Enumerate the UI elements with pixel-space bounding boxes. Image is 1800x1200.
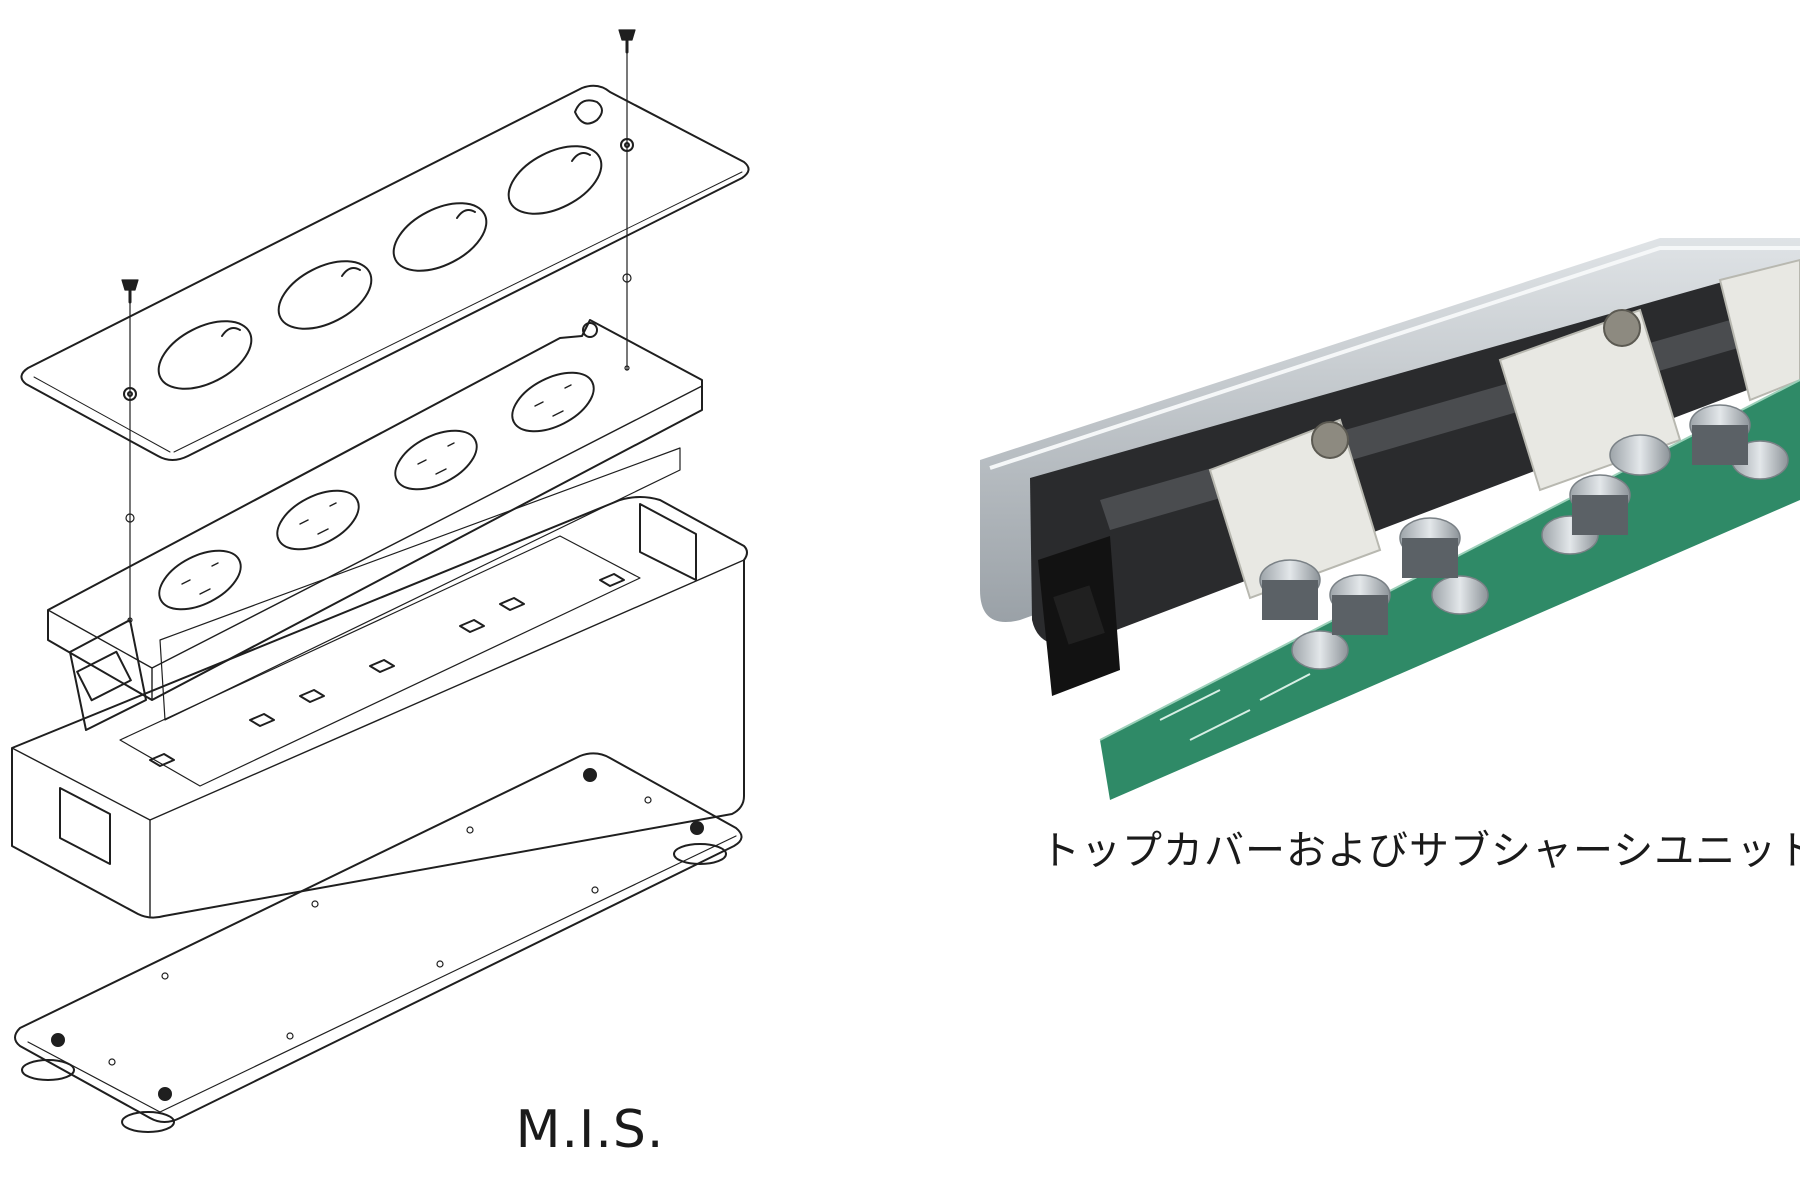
- exploded-assembly-diagram: [11, 29, 750, 1133]
- top-cover-plate: [20, 84, 750, 461]
- caption-top-cover-subchassis: トップカバーおよびサブシャーシユニット: [1040, 828, 1800, 874]
- bottom-plate: [14, 752, 743, 1133]
- screws-and-guides: [121, 29, 636, 623]
- chassis-body: [11, 496, 748, 919]
- subchassis-unit-photo: [980, 238, 1800, 800]
- caption-mis: M.I.S.: [515, 1100, 665, 1160]
- sub-chassis-assembly: [47, 319, 703, 731]
